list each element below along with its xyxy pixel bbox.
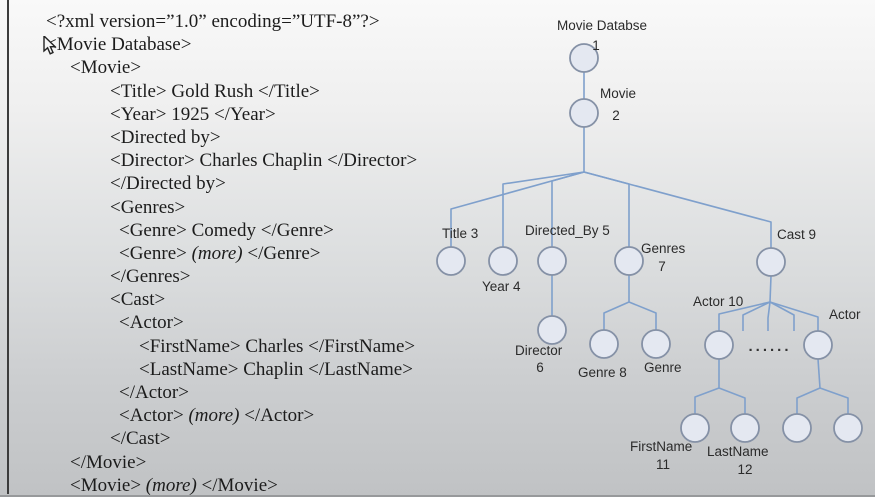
tree-node-actor_10 [704, 330, 734, 360]
tree-label-movie: Movie [600, 86, 636, 101]
xml-code-line: <Actor> (more) </Actor> [119, 405, 315, 427]
tree-node-firstname [680, 413, 710, 443]
tree-label-movie_database: Movie Databse [557, 18, 647, 33]
tree-edge [819, 387, 849, 414]
xml-code-line: <Genre> (more) </Genre> [119, 242, 321, 264]
tree-node-number-lastname: 12 [737, 462, 752, 477]
tree-node-genre_more [641, 329, 671, 359]
mouse-cursor [43, 36, 57, 55]
tree-node-actor_more_child2 [833, 413, 863, 443]
tree-node-movie_database [569, 43, 599, 73]
xml-code-line: <Movie Database> [46, 34, 192, 56]
tree-label-cast: Cast 9 [777, 227, 816, 242]
tree-label-genre_8: Genre 8 [578, 365, 627, 380]
tree-edge [583, 171, 772, 248]
xml-code-line: <Movie> [70, 57, 142, 79]
tree-edge [796, 387, 821, 414]
xml-code-line: <Actor> [119, 312, 184, 334]
xml-code-line: </Movie> [70, 451, 147, 473]
tree-edge [767, 301, 771, 331]
tree-label-actor_10: Actor 10 [693, 294, 743, 309]
tree-label-lastname: LastName [707, 444, 769, 459]
tree-node-year [488, 246, 518, 276]
tree-label-genres: Genres [641, 241, 686, 256]
bottom-edge [0, 495, 875, 497]
xml-code-line: <FirstName> Charles </FirstName> [139, 335, 416, 357]
tree-edge [769, 301, 819, 331]
tree-node-actor_more [803, 330, 833, 360]
xml-code-line: <Year> 1925 </Year> [110, 103, 276, 125]
tree-edge [817, 358, 821, 389]
tree-node-cast [756, 247, 786, 277]
tree-edge [718, 387, 746, 414]
tree-edge [628, 301, 657, 330]
xml-code-line: <Director> Charles Chaplin </Director> [110, 150, 418, 172]
tree-edge [769, 301, 795, 331]
tree-node-genre_8 [589, 329, 619, 359]
tree-node-genres [614, 246, 644, 276]
tree-node-number-genres: 7 [658, 259, 666, 274]
xml-code-line: </Directed by> [110, 173, 226, 195]
tree-node-director [537, 315, 567, 345]
xml-code-line: <LastName> Chaplin </LastName> [139, 358, 413, 380]
xml-code-line: <Directed by> [110, 126, 221, 148]
tree-label-year: Year 4 [482, 279, 521, 294]
xml-code-line: </Actor> [119, 382, 189, 403]
tree-node-directed_by [537, 246, 567, 276]
tree-node-number-movie_database: 1 [592, 38, 600, 53]
xml-code-line: <Title> Gold Rush </Title> [110, 80, 320, 102]
tree-node-title [436, 246, 466, 276]
xml-code-line: <Movie> (more) </Movie> [70, 474, 278, 496]
tree-edge [694, 387, 720, 414]
tree-edge [603, 301, 630, 330]
xml-code-line: <Cast> [110, 289, 166, 311]
xml-code-line: <Genre> Comedy </Genre> [119, 219, 334, 241]
xml-source-code: <?xml version=”1.0” encoding=”UTF-8”?><M… [0, 10, 440, 497]
tree-edge [718, 301, 771, 331]
tree-edge [551, 171, 585, 247]
tree-label-title: Title 3 [442, 226, 478, 241]
xml-code-line: </Genres> [110, 266, 191, 288]
tree-label-firstname: FirstName [630, 439, 692, 454]
tree-edge [742, 301, 771, 331]
tree-ellipsis: ...... [748, 338, 791, 355]
tree-node-actor_more_child1 [782, 413, 812, 443]
tree-edge [502, 171, 585, 247]
slide-left-border [7, 0, 9, 494]
tree-label-director: Director [515, 343, 563, 358]
xml-code-line: <Genres> [110, 196, 186, 218]
tree-label-directed_by: Directed_By 5 [525, 223, 610, 238]
xml-code-line: </Cast> [110, 428, 171, 450]
tree-node-number-movie: 2 [612, 108, 620, 123]
tree-edge [450, 171, 585, 247]
tree-label-actor_more: Actor [829, 307, 861, 322]
tree-node-number-firstname: 11 [656, 457, 670, 472]
tree-node-lastname [730, 413, 760, 443]
tree-node-number-director: 6 [536, 360, 544, 375]
tree-edge [769, 275, 772, 303]
tree-label-genre_more: Genre [644, 360, 682, 375]
tree-node-movie [569, 98, 599, 128]
xml-code-line: <?xml version=”1.0” encoding=”UTF-8”?> [46, 11, 380, 32]
